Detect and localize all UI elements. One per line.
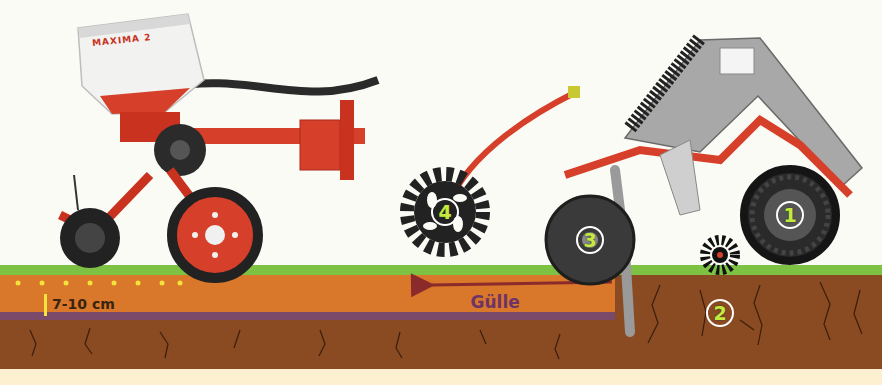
slurry-label: Gülle <box>471 294 520 311</box>
base <box>0 369 882 385</box>
grass <box>0 265 882 275</box>
tilled-layer <box>0 275 615 313</box>
roots <box>30 282 862 359</box>
callout-number: 3 <box>576 226 604 254</box>
seed-dots <box>16 281 183 286</box>
planter <box>60 14 378 278</box>
depth-bar <box>44 294 47 316</box>
callout-number: 2 <box>706 299 734 327</box>
depth-dimension: 7-10 cm <box>52 297 115 311</box>
soil <box>0 270 882 370</box>
slurry-band <box>0 312 615 320</box>
callout-number: 4 <box>431 198 459 226</box>
callout-number: 1 <box>776 201 804 229</box>
disc-tine-unit <box>546 38 862 332</box>
